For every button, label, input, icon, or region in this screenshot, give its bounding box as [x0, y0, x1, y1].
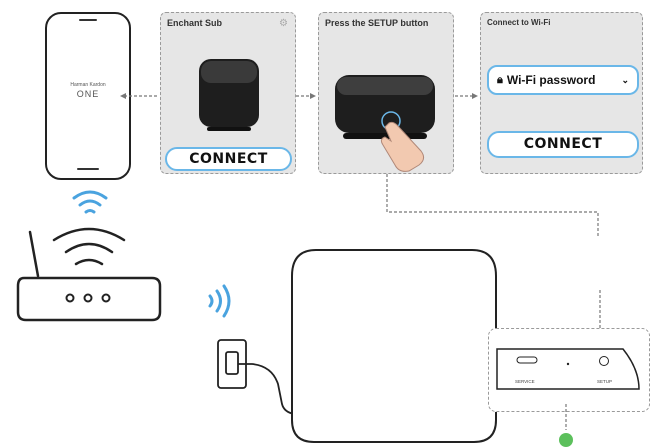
power-outlet-icon	[217, 339, 295, 415]
subwoofer-outline	[291, 249, 497, 443]
phone-screen: Harman Kardon ONE	[57, 82, 119, 99]
device-back-panel-inset: SERVICE SETUP	[488, 328, 650, 412]
smartphone: Harman Kardon ONE	[45, 12, 131, 180]
step-press-setup-panel: Press the SETUP button	[318, 12, 454, 174]
app-brand: Harman Kardon	[70, 82, 106, 88]
chevron-down-icon[interactable]: ⌄	[621, 74, 629, 85]
gear-icon[interactable]: ⚙	[279, 18, 288, 29]
back-panel-drawing	[496, 348, 640, 390]
lock-icon: 🔒︎	[497, 73, 503, 86]
wifi-connect-button[interactable]: CONNECT	[487, 131, 639, 158]
subwoofer-image	[199, 59, 259, 131]
wifi-signal-icon	[72, 190, 108, 214]
press-setup-title: Press the SETUP button	[325, 18, 429, 28]
led-indicator	[559, 404, 573, 447]
router-icon	[16, 227, 162, 322]
wifi-password-text: Wi-Fi password	[506, 73, 596, 87]
connect-button[interactable]: CONNECT	[165, 147, 292, 171]
phone-home-bar	[77, 168, 99, 170]
app-name: ONE	[76, 89, 100, 99]
service-port-label: SERVICE	[515, 379, 535, 384]
step-wifi-panel: Connect to Wi-Fi 🔒︎ Wi-Fi password ⌄ CON…	[480, 12, 643, 174]
wifi-password-field[interactable]: 🔒︎ Wi-Fi password ⌄	[487, 65, 639, 95]
press-setup-illustration	[335, 75, 435, 172]
connect-wifi-title: Connect to Wi-Fi	[487, 18, 551, 27]
device-name-title: Enchant Sub	[167, 18, 223, 28]
setup-button-label: SETUP	[597, 379, 613, 384]
step-select-device-panel: Enchant Sub ⚙ CONNECT	[160, 12, 296, 174]
phone-speaker-slot	[79, 19, 97, 21]
speaker-wireless-icon	[208, 284, 231, 318]
